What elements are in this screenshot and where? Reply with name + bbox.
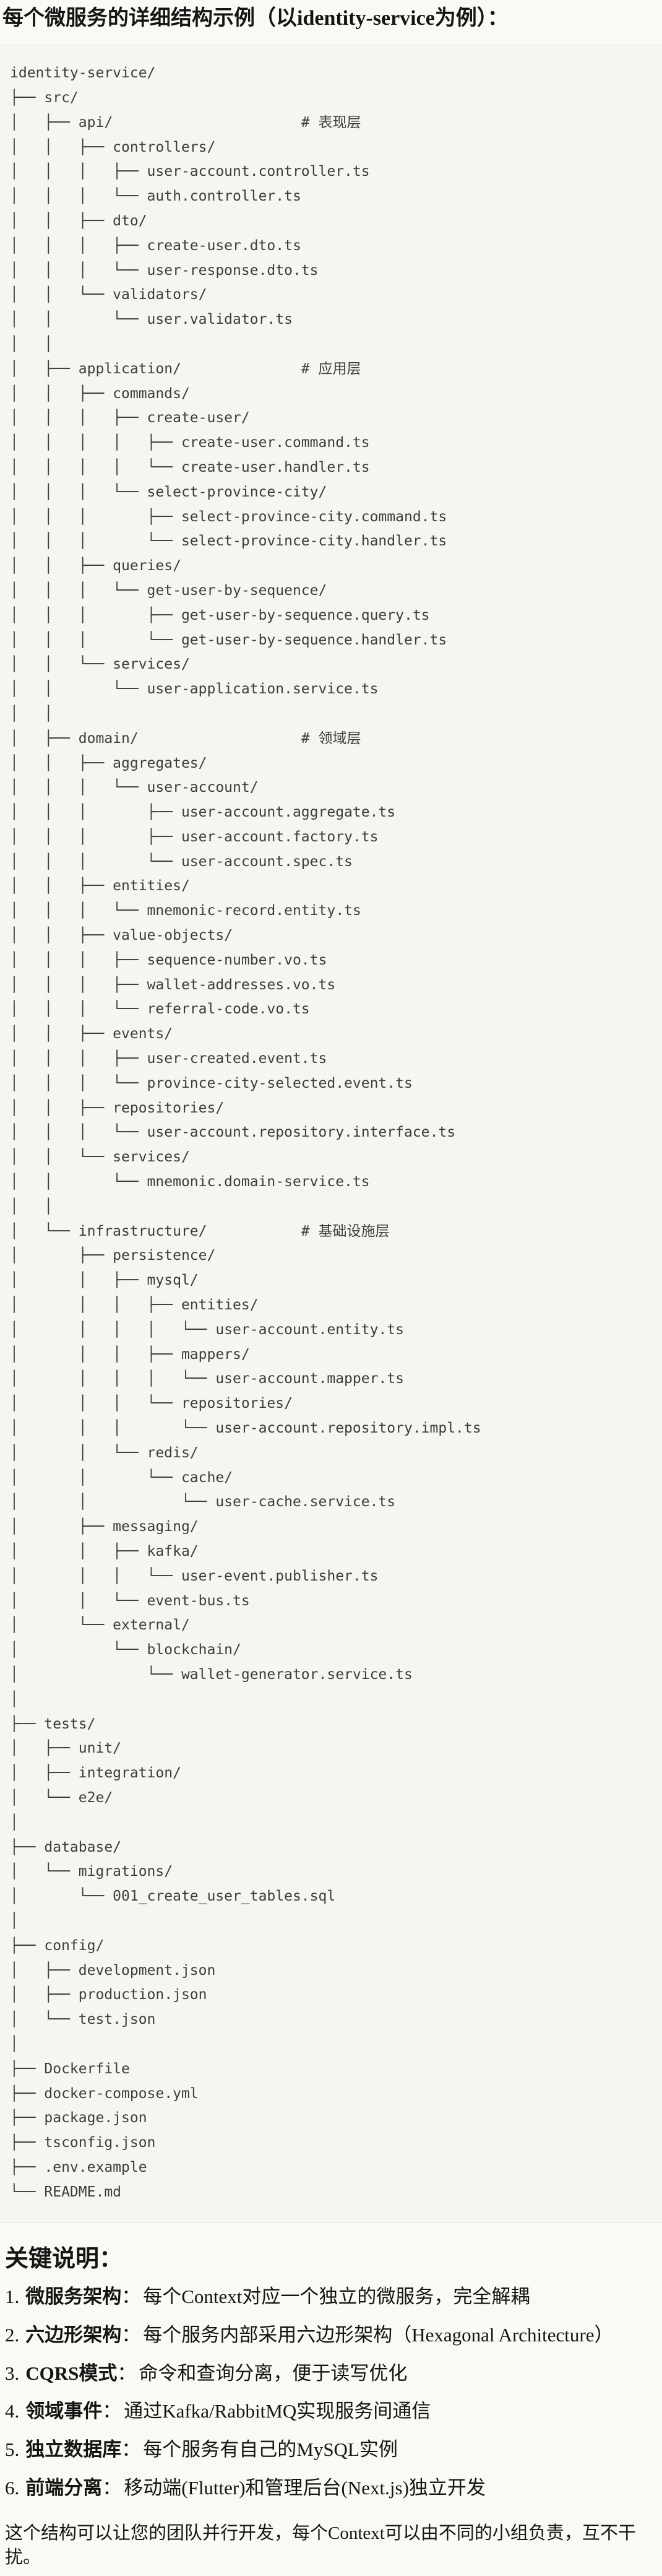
note-item: 4.领域事件：通过Kafka/RabbitMQ实现服务间通信 — [5, 2400, 656, 2424]
note-label: 独立数据库 — [25, 2439, 122, 2461]
note-item: 2.六边形架构：每个服务内部采用六边形架构（Hexagonal Architec… — [5, 2323, 656, 2348]
note-item: 1.微服务架构：每个Context对应一个独立的微服务，完全解耦 — [5, 2285, 656, 2309]
note-label: CQRS模式 — [25, 2362, 118, 2384]
note-number: 4. — [5, 2400, 20, 2422]
note-label: 六边形架构 — [25, 2323, 122, 2346]
code-block: identity-service/ ├── src/ │ ├── api/ # … — [0, 45, 662, 2223]
note-text: 移动端(Flutter)和管理后台(Next.js)独立开发 — [124, 2476, 486, 2499]
note-label: 领域事件 — [25, 2400, 103, 2422]
closing-paragraph: 这个结构可以让您的团队并行开发，每个Context可以由不同的小组负责，互不干扰… — [5, 2523, 636, 2567]
note-text: 每个服务内部采用六边形架构（Hexagonal Architecture） — [143, 2323, 614, 2346]
note-text: 每个Context对应一个独立的微服务，完全解耦 — [143, 2286, 530, 2308]
note-number: 5. — [5, 2439, 20, 2461]
file-tree: identity-service/ ├── src/ │ ├── api/ # … — [10, 65, 481, 2200]
note-colon: ： — [121, 2439, 141, 2461]
note-label: 微服务架构 — [25, 2286, 122, 2308]
note-number: 1. — [5, 2286, 20, 2308]
note-item: 6.前端分离：移动端(Flutter)和管理后台(Next.js)独立开发 — [5, 2476, 656, 2500]
note-colon: ： — [102, 2476, 122, 2499]
notes-heading: 关键说明： — [5, 2245, 123, 2272]
note-number: 2. — [5, 2323, 20, 2346]
note-text: 每个服务有自己的MySQL实例 — [143, 2439, 398, 2461]
note-text: 通过Kafka/RabbitMQ实现服务间通信 — [124, 2400, 431, 2422]
note-number: 3. — [5, 2362, 20, 2384]
note-colon: ： — [102, 2400, 122, 2422]
note-item: 3.CQRS模式：命令和查询分离，便于读写优化 — [5, 2362, 656, 2386]
note-number: 6. — [5, 2476, 20, 2499]
note-text: 命令和查询分离，便于读写优化 — [139, 2362, 408, 2384]
note-item: 5.独立数据库：每个服务有自己的MySQL实例 — [5, 2438, 656, 2462]
note-label: 前端分离 — [25, 2476, 103, 2499]
note-colon: ： — [121, 2286, 141, 2308]
page-title: 每个微服务的详细结构示例（以identity-service为例）： — [2, 7, 509, 30]
note-colon: ： — [121, 2323, 141, 2346]
note-colon: ： — [117, 2362, 137, 2384]
